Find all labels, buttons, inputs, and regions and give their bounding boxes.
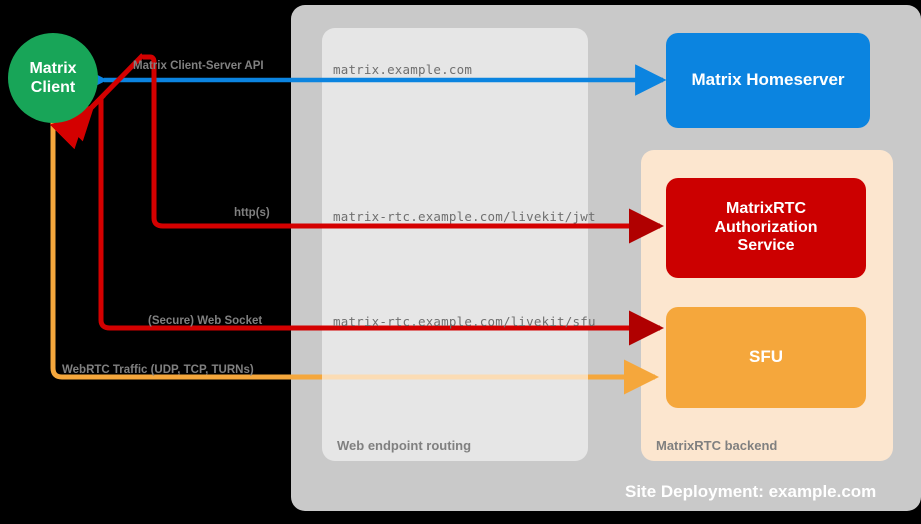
container-label-matrixrtc-backend: MatrixRTC backend xyxy=(656,438,778,453)
endpoint-url-matrix: matrix.example.com xyxy=(333,62,473,77)
node-matrix-client[interactable] xyxy=(8,33,98,123)
flow-websocket-arrow xyxy=(49,93,665,346)
flow-label-websocket: (Secure) Web Socket xyxy=(148,315,263,327)
flow-webrtc-arrow xyxy=(35,91,660,395)
node-matrixrtc-authorization-service[interactable] xyxy=(666,178,866,278)
flow-label-cs-api: Matrix Client-Server API xyxy=(133,60,264,72)
flow-label-webrtc: WebRTC Traffic (UDP, TCP, TURNs) xyxy=(62,364,254,376)
node-matrix-homeserver[interactable] xyxy=(666,33,870,128)
endpoint-url-livekit-sfu: matrix-rtc.example.com/livekit/sfu xyxy=(333,314,596,329)
endpoint-url-livekit-jwt: matrix-rtc.example.com/livekit/jwt xyxy=(333,209,596,224)
container-label-site-deployment: Site Deployment: example.com xyxy=(625,482,877,501)
container-label-web-endpoint-routing: Web endpoint routing xyxy=(337,438,472,453)
node-sfu[interactable] xyxy=(666,307,866,408)
flow-label-https: http(s) xyxy=(234,207,270,219)
container-web-endpoint-routing xyxy=(322,28,588,461)
